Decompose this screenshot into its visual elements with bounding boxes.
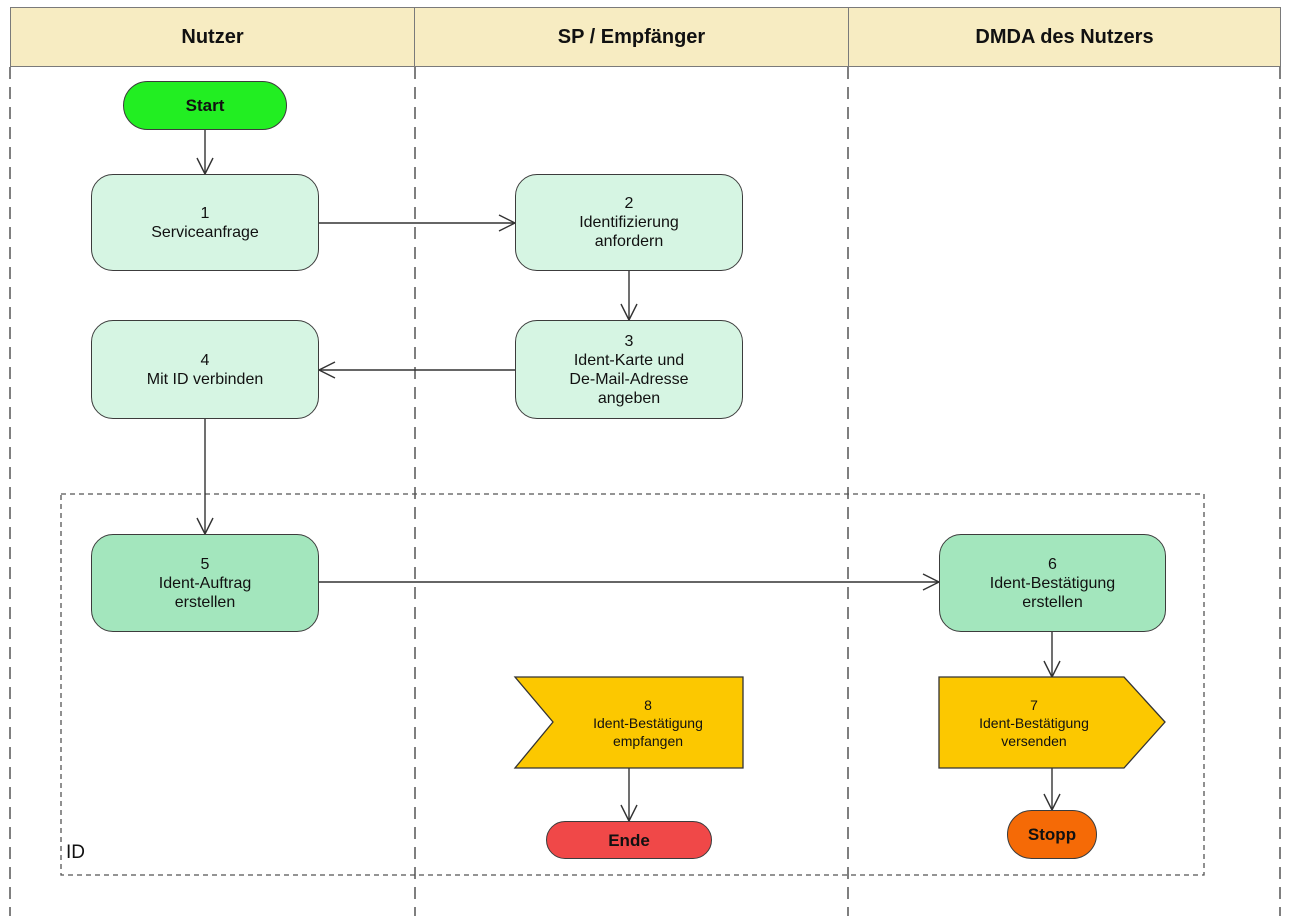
lane-title-dmda: DMDA des Nutzers xyxy=(975,25,1154,48)
step6-line2: erstellen xyxy=(1022,593,1083,611)
step5-number: 5 xyxy=(200,555,210,573)
step3-node: 3 Ident-Karte und De-Mail-Adresse angebe… xyxy=(515,320,743,419)
lane-header-dmda: DMDA des Nutzers xyxy=(848,7,1281,67)
step1-number: 1 xyxy=(200,204,210,222)
step3-line3: angeben xyxy=(597,389,661,407)
start-node: Start xyxy=(123,81,287,130)
step4-label: Mit ID verbinden xyxy=(146,370,264,388)
step2-node: 2 Identifizierung anfordern xyxy=(515,174,743,271)
step8-node: 8 Ident-Bestätigung empfangen xyxy=(553,677,743,768)
step5-line1: Ident-Auftrag xyxy=(158,574,252,592)
step5-line2: erstellen xyxy=(174,593,236,611)
step6-line1: Ident-Bestätigung xyxy=(989,574,1116,592)
step5-node: 5 Ident-Auftrag erstellen xyxy=(91,534,319,632)
step7-number: 7 xyxy=(1030,696,1038,713)
step7-line2: versenden xyxy=(1001,732,1067,749)
ende-label: Ende xyxy=(608,830,650,850)
step3-line1: Ident-Karte und xyxy=(573,351,685,369)
step6-node: 6 Ident-Bestätigung erstellen xyxy=(939,534,1166,632)
step2-number: 2 xyxy=(624,195,634,212)
step3-number: 3 xyxy=(624,332,634,350)
ende-node: Ende xyxy=(546,821,712,859)
step2-line1: Identifizierung xyxy=(579,214,679,231)
start-label: Start xyxy=(185,96,225,115)
step3-line2: De-Mail-Adresse xyxy=(569,370,689,388)
arrowhead-3-4 xyxy=(317,361,336,379)
step7-node: 7 Ident-Bestätigung versenden xyxy=(939,677,1129,768)
step8-shape xyxy=(513,676,744,769)
step7-shape xyxy=(938,676,1166,769)
step8-line1: Ident-Bestätigung xyxy=(593,714,703,731)
lane-header-nutzer: Nutzer xyxy=(10,7,415,67)
id-group-box xyxy=(60,493,1205,876)
step7-line1: Ident-Bestätigung xyxy=(979,714,1089,731)
lane-header-sp-empfaenger: SP / Empfänger xyxy=(414,7,849,67)
stopp-label: Stopp xyxy=(1027,825,1077,844)
lane-title-nutzer: Nutzer xyxy=(181,25,244,48)
step8-line2: empfangen xyxy=(612,732,684,749)
stopp-node: Stopp xyxy=(1007,810,1097,859)
step1-node: 1 Serviceanfrage xyxy=(91,174,319,271)
step2-line2: anfordern xyxy=(594,233,664,250)
step4-number: 4 xyxy=(200,351,210,369)
lane-title-sp-empfaenger: SP / Empfänger xyxy=(557,25,706,48)
step4-node: 4 Mit ID verbinden xyxy=(91,320,319,419)
step1-label: Serviceanfrage xyxy=(151,223,259,241)
step6-number: 6 xyxy=(1048,555,1057,573)
id-group-label: ID xyxy=(66,842,85,863)
step8-number: 8 xyxy=(644,696,652,713)
